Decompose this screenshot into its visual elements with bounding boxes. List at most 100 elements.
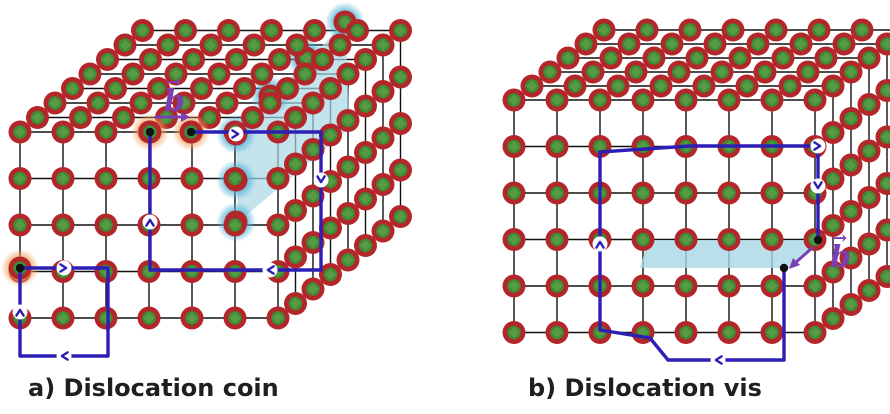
atom <box>674 88 698 112</box>
atom-facet <box>562 52 574 64</box>
atom-facet <box>377 132 389 144</box>
atom <box>8 167 32 190</box>
atom-facet <box>342 207 354 220</box>
atom <box>174 19 197 42</box>
atom-facet <box>342 254 354 266</box>
atom-facet <box>186 312 198 324</box>
atom <box>137 260 161 283</box>
atom <box>198 106 221 129</box>
atom-facet <box>845 298 857 311</box>
atom-facet <box>300 52 312 64</box>
chevron-right-icon <box>228 126 244 142</box>
atom-facet <box>766 187 778 199</box>
atom <box>354 187 377 211</box>
atom <box>293 62 317 86</box>
atom-facet <box>31 111 44 124</box>
atom-facet <box>307 283 319 295</box>
atom <box>94 120 118 144</box>
chevron-right-icon <box>56 260 72 276</box>
atom-facet <box>709 38 721 50</box>
atom-facet <box>723 187 735 199</box>
atom <box>545 321 569 344</box>
atom-facet <box>272 312 284 324</box>
atom <box>588 88 612 112</box>
atom <box>258 91 282 115</box>
chevron-up-icon <box>142 214 158 230</box>
atom-facet <box>551 280 563 292</box>
circuit-start-dot <box>145 127 155 137</box>
atom-facet <box>580 38 592 50</box>
atom-facet <box>723 326 735 339</box>
atom <box>301 138 325 161</box>
atom-facet <box>551 326 563 339</box>
atom <box>319 170 342 193</box>
atom-facet <box>637 233 649 246</box>
atom <box>821 307 845 330</box>
atom <box>260 19 283 42</box>
atom <box>303 19 326 42</box>
atom <box>223 213 247 237</box>
atom-facet <box>289 204 302 217</box>
atom <box>875 172 890 195</box>
atom-facet <box>508 140 520 153</box>
atom-facet <box>359 146 372 159</box>
atom <box>346 19 369 42</box>
atom <box>857 186 881 209</box>
atom <box>563 74 587 98</box>
atom <box>78 62 102 86</box>
atom <box>371 33 395 57</box>
atom <box>51 213 75 237</box>
atom <box>556 46 580 70</box>
atom <box>319 216 342 240</box>
atom <box>61 77 84 100</box>
atom <box>502 135 526 158</box>
chevron-mark <box>813 141 822 151</box>
atom-facet <box>394 210 407 223</box>
atom <box>839 293 863 316</box>
chevron-mark <box>231 129 240 139</box>
atom-facet <box>205 39 217 51</box>
atom <box>631 228 655 251</box>
atom <box>796 60 820 84</box>
atom <box>631 181 655 205</box>
atom <box>241 106 264 129</box>
atom-facet <box>324 129 337 141</box>
atom <box>94 213 118 237</box>
atom <box>717 88 741 112</box>
atom-facet <box>377 39 389 51</box>
atom-facet <box>827 173 839 185</box>
atom-facet <box>508 187 520 199</box>
atom <box>857 139 881 163</box>
atom <box>276 77 299 100</box>
chevron-mark <box>266 265 275 275</box>
atom-facet <box>863 52 875 64</box>
atom <box>710 60 734 84</box>
atom <box>284 152 307 176</box>
atom <box>180 306 204 330</box>
atom <box>502 88 526 112</box>
atom-facet <box>377 225 389 237</box>
atom <box>94 306 118 330</box>
edge-dislocation-panel <box>1 2 412 364</box>
atom <box>717 181 741 205</box>
atom-facet <box>680 233 692 246</box>
atom <box>8 120 32 144</box>
atom <box>778 74 802 98</box>
atom <box>635 18 659 42</box>
atom <box>581 60 605 84</box>
atom <box>225 48 248 71</box>
atom-facet <box>272 172 284 185</box>
atom-facet <box>248 39 260 51</box>
atom <box>336 155 360 179</box>
atom-facet <box>316 53 329 66</box>
atom <box>545 135 569 158</box>
atom <box>660 32 684 56</box>
atom-facet <box>723 233 735 246</box>
atom <box>839 153 863 177</box>
atom <box>803 274 827 298</box>
atom-facet <box>230 53 243 66</box>
atom <box>354 234 377 257</box>
atom-facet <box>143 312 155 324</box>
atom-facet <box>162 39 174 51</box>
atom <box>717 228 741 251</box>
